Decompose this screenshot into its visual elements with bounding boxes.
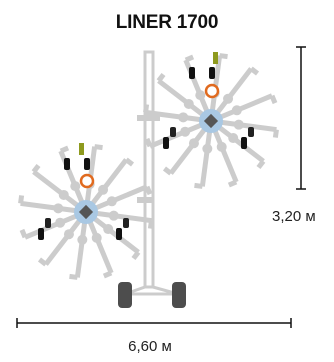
right-indicator-marker — [213, 52, 218, 64]
arm-joint — [228, 133, 239, 144]
tine — [209, 67, 215, 79]
tine — [38, 228, 44, 240]
tine — [248, 127, 254, 137]
arm-joint — [223, 93, 234, 104]
tine — [163, 137, 169, 149]
tine — [45, 218, 51, 228]
height-dimension-label: 3,20 м — [272, 208, 316, 225]
arm-joint — [53, 203, 64, 214]
arm-joint — [70, 181, 81, 192]
machine-title: LINER 1700 — [115, 12, 219, 33]
arm-joint — [106, 196, 117, 207]
arm-joint — [216, 141, 227, 152]
arm-joint — [188, 138, 199, 149]
arm-joint — [63, 229, 74, 240]
tine — [189, 67, 195, 79]
arm-joint — [183, 98, 194, 109]
height-dimension-line — [296, 46, 306, 190]
tine — [64, 158, 70, 170]
arm-joint — [231, 105, 242, 116]
arm-joint — [178, 112, 189, 123]
left-wheel — [118, 282, 132, 308]
right-rotor — [143, 53, 279, 189]
chassis-frame — [124, 50, 179, 296]
arm-joint — [180, 126, 191, 137]
left-indicator-marker — [79, 143, 84, 155]
arm-joint — [55, 217, 66, 228]
left-rotor — [18, 144, 154, 280]
tine — [84, 158, 90, 170]
arm-joint — [91, 232, 102, 243]
tine — [170, 127, 176, 137]
width-dimension-line — [16, 318, 292, 328]
arm-joint — [58, 189, 69, 200]
arm-joint — [77, 234, 88, 245]
arm-joint — [202, 143, 213, 154]
arm-joint — [195, 90, 206, 101]
right-orange-ring — [204, 83, 220, 99]
arm-joint — [103, 224, 114, 235]
left-orange-ring — [79, 173, 95, 189]
tine — [123, 218, 129, 228]
tine — [241, 137, 247, 149]
tine — [116, 228, 122, 240]
arm-joint — [108, 210, 119, 221]
chassis-wheels — [118, 282, 186, 308]
arm-joint — [98, 184, 109, 195]
right-wheel — [172, 282, 186, 308]
width-dimension-label: 6,60 м — [128, 338, 172, 355]
arm-joint — [233, 119, 244, 130]
